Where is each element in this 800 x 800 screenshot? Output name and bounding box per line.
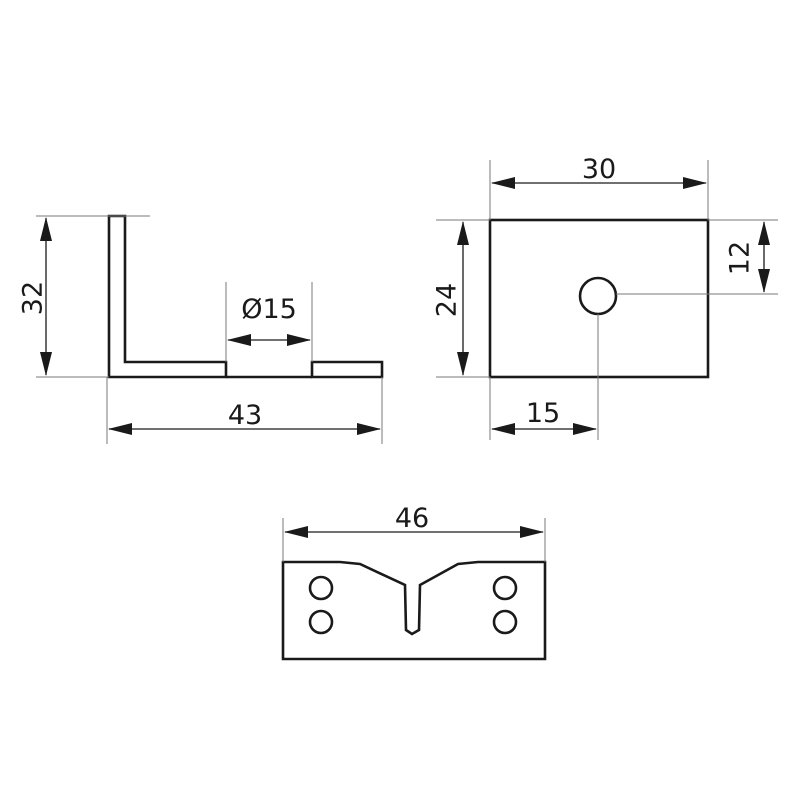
hole-y-offset-label: 12 — [725, 241, 756, 275]
mounting-hole — [578, 276, 618, 316]
screw-hole — [492, 609, 518, 635]
flange-plate-outline — [281, 560, 547, 661]
l-profile-flange-right — [310, 360, 384, 379]
side-width-label: 43 — [228, 400, 262, 431]
screw-hole — [308, 575, 334, 601]
top-width-label: 46 — [395, 503, 429, 534]
top-view: 46 — [281, 503, 547, 661]
side-height-label: 32 — [18, 281, 49, 315]
screw-hole — [308, 609, 334, 635]
l-profile-outline — [107, 214, 228, 379]
hole-x-offset-label: 15 — [526, 398, 560, 429]
front-width-label: 30 — [582, 154, 616, 185]
front-view: 30 24 12 15 — [432, 154, 778, 440]
front-height-label: 24 — [432, 283, 463, 317]
side-view: 32 Ø15 43 — [18, 214, 384, 444]
screw-hole — [492, 575, 518, 601]
side-hole-diameter-label: Ø15 — [241, 294, 297, 325]
